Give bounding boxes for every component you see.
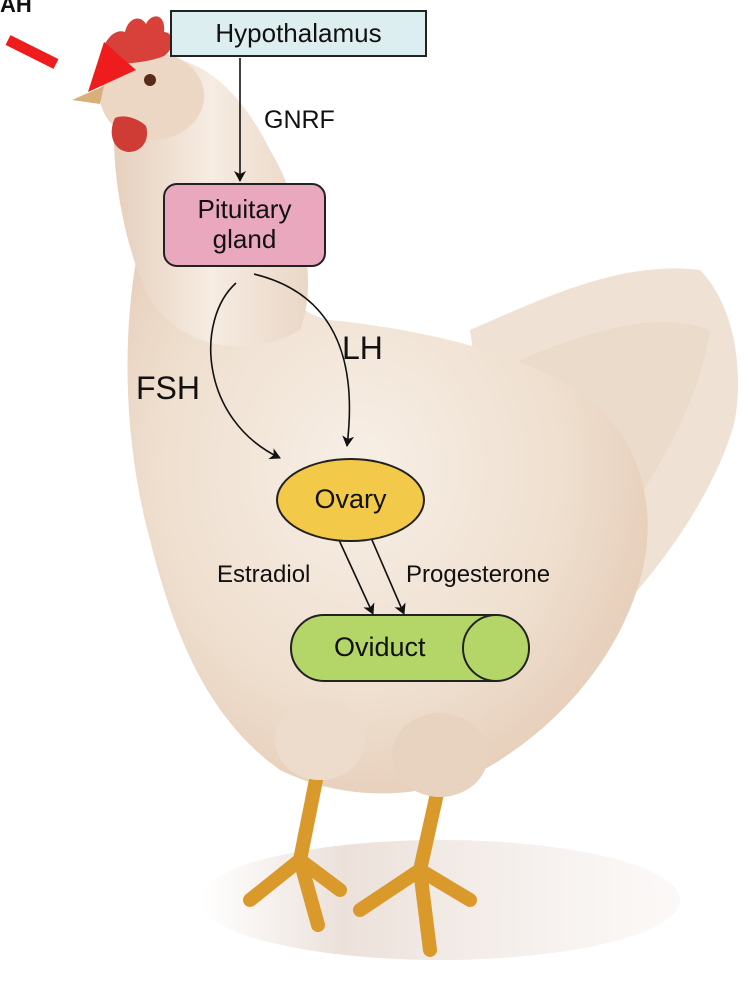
hen-thigh-right	[392, 713, 488, 797]
floor-shadow	[200, 840, 680, 960]
corner-label: AH	[0, 0, 32, 18]
hen-eye	[144, 74, 156, 86]
ovary-label: Ovary	[314, 484, 386, 515]
oviduct-end-cap	[462, 614, 530, 682]
hen-thigh-left	[275, 700, 365, 780]
gnrf-label: GNRF	[264, 106, 335, 135]
progesterone-label: Progesterone	[406, 561, 550, 589]
oviduct-node: Oviduct	[290, 614, 530, 682]
estradiol-label: Estradiol	[217, 561, 310, 589]
pituitary-gland-label: Pituitary gland	[198, 195, 292, 255]
lh-label: LH	[342, 330, 383, 367]
fsh-label: FSH	[136, 370, 200, 407]
ovary-node: Ovary	[276, 458, 425, 542]
hypothalamus-label: Hypothalamus	[215, 19, 381, 49]
pituitary-gland-node: Pituitary gland	[163, 183, 326, 267]
hen-beak	[72, 86, 104, 104]
hypothalamus-node: Hypothalamus	[170, 10, 427, 57]
oviduct-label: Oviduct	[334, 632, 426, 663]
